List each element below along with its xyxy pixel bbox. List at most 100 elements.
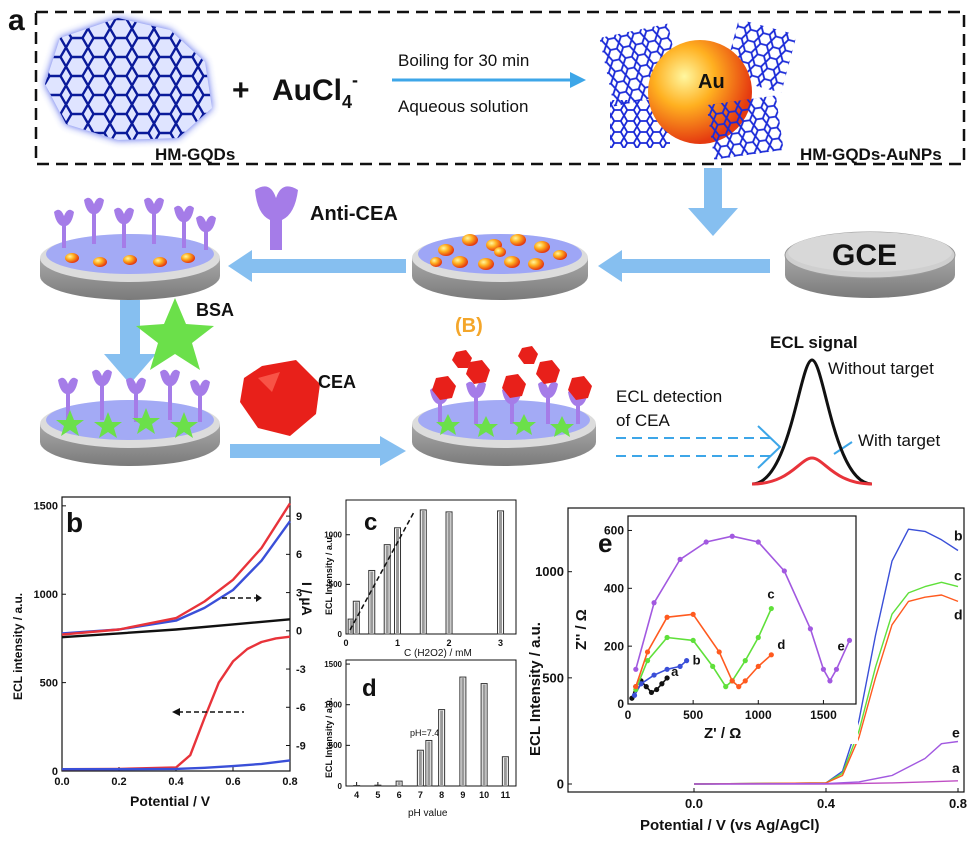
panel-d-x-tick-label-6: 10 <box>479 790 489 800</box>
anti-cea-label: Anti-CEA <box>310 203 398 225</box>
panel-e-inset-point-c-4 <box>710 663 716 670</box>
panel-e-inset-point-d-6 <box>736 684 742 690</box>
panel-d-y-tick-label-3: 1500 <box>324 660 342 669</box>
panel-c-bar-fill-2 <box>370 571 374 634</box>
panel-e-inset-y-tick-label-0: 0 <box>617 697 624 711</box>
panel-e-inset-point-d-5 <box>729 678 735 684</box>
panel-d-x-tick-label-1: 5 <box>375 790 380 800</box>
panel-e-inset-curve-label-b: b <box>693 653 701 668</box>
arrow-label-top: Boiling for 30 min <box>398 51 529 70</box>
panel-c-y-tick-label-1: 500 <box>329 580 343 589</box>
panel-b-x-tick-label-3: 0.6 <box>225 776 240 788</box>
ecl-signal-title: ECL signal <box>770 333 858 352</box>
panel-e-inset-point-d-4 <box>716 649 722 655</box>
panel-e-line-c <box>693 581 959 785</box>
panel-e-inset-frame <box>627 515 857 705</box>
panel-e-inset-point-a-4 <box>648 689 655 696</box>
panel-a-dashed-box <box>34 10 966 166</box>
panel-b-x-label: Potential / V <box>130 793 211 809</box>
panel-c-bars <box>347 509 505 635</box>
panel-b-y-left-tick-label-1: 500 <box>40 677 58 689</box>
panel-c-y-tick-label-0: 0 <box>338 630 343 639</box>
arrow-bsa-to-cea-head <box>380 436 406 466</box>
ecl-signal-peaks <box>751 358 873 486</box>
panel-e-inset-point-e-11 <box>846 637 853 643</box>
arrow-bsa-to-cea-shaft <box>230 444 380 458</box>
panel-e-inset-point-b-4 <box>677 663 683 670</box>
panel-e-inset-y-tick-label-1: 200 <box>604 639 624 653</box>
panel-e-curve-label-d: d <box>954 606 963 622</box>
panel-b-y-right-tick-label-2: 3 <box>296 587 302 599</box>
panel-e-inset-point-d-8 <box>755 663 761 670</box>
panel-e-inset-point-b-0 <box>631 692 638 698</box>
panel-e-inset-point-e-10 <box>833 666 840 672</box>
panel-c-bar-fill-7 <box>499 511 503 634</box>
panel-c-bar-fill-4 <box>396 528 400 634</box>
panel-e-inset-point-d-1 <box>644 649 651 655</box>
panel-e-y-tick-label-2: 1000 <box>535 564 564 579</box>
plus-sign: + <box>232 74 250 107</box>
panel-e-y-label: ECL Intensity / a.u. <box>527 622 544 756</box>
panel-d-x-tick-label-0: 4 <box>354 790 359 800</box>
ecl-detection-dashed-arrow <box>616 425 782 469</box>
panel-d-annotation: pH=7.4 <box>410 728 439 738</box>
panel-b-y-label-right: I / µA <box>299 582 315 616</box>
panel-b-line-1-2 <box>61 502 292 636</box>
panel-e-inset-y-tick-label-2: 400 <box>604 582 624 596</box>
panel-e-inset-line-c <box>635 608 773 690</box>
panel-e-inset-point-b-5 <box>684 658 690 664</box>
panel-e-inset-point-e-1 <box>651 600 657 606</box>
panel-e-curve-label-e: e <box>952 725 960 741</box>
panel-e-inset-point-e-6 <box>781 568 787 574</box>
panel-e-lines <box>693 528 959 785</box>
panel-e-inset-point-c-8 <box>755 634 761 641</box>
hm-gqds-sheet <box>45 18 212 140</box>
panel-e-y-tick-label-1: 500 <box>542 670 564 685</box>
panel-d-x-tick-label-5: 9 <box>460 790 465 800</box>
panel-a: a HM-GQDs + AuCl4- Boiling for 30 min Aq… <box>4 4 966 486</box>
panel-e-inset-point-e-3 <box>703 539 709 545</box>
panel-e-inset-point-e-8 <box>820 666 827 672</box>
panel-b-y-right-tick-label-5: -6 <box>296 702 306 714</box>
gce-label: GCE <box>832 239 897 272</box>
panel-b-line-0-0 <box>61 635 291 771</box>
panel-e-inset-point-e-5 <box>755 539 761 545</box>
panel-e-x-tick-label-0: 0.0 <box>685 796 703 811</box>
down-arrow-head <box>688 208 738 236</box>
b-label: (B) <box>455 315 483 337</box>
panel-d-bar-fill-2 <box>397 782 401 786</box>
panel-e-inset-x-label: Z' / Ω <box>704 725 741 742</box>
panel-d-bars <box>353 676 509 787</box>
cea-label: CEA <box>318 372 356 392</box>
panel-c-x-tick-label-1: 1 <box>395 638 400 648</box>
panel-d-x-tick-label-7: 11 <box>501 790 511 800</box>
panel-b-x-tick-label-0: 0.0 <box>54 776 69 788</box>
panel-e-inset-y-label: Z'' / Ω <box>573 609 590 650</box>
arrow-down-left-shaft <box>120 300 140 354</box>
panel-e-inset-point-b-3 <box>664 666 670 672</box>
panel-e-inset-point-c-3 <box>690 637 696 643</box>
panel-d-bar-fill-5 <box>440 710 444 786</box>
panel-e-inset-point-d-9 <box>768 652 774 658</box>
panel-c-letter: c <box>364 509 377 536</box>
panel-c-bar-fill-3 <box>385 545 389 634</box>
panel-e-inset-x-tick-label-3: 1500 <box>810 708 837 722</box>
panel-e-inset-x-tick-label-0: 0 <box>625 708 632 722</box>
ecl-detection-label-line2: of CEA <box>616 411 671 430</box>
electrode-bsa-disc <box>40 369 220 466</box>
panel-d-x-tick-label-2: 6 <box>397 790 402 800</box>
panel-e-inset-curve-label-a: a <box>671 664 679 679</box>
panel-b-y-left-tick-label-2: 1000 <box>34 589 58 601</box>
panel-b-x-tick-label-4: 0.8 <box>282 776 297 788</box>
arrow-disc-to-antibody-shaft <box>252 259 406 273</box>
panel-e-curve-label-b: b <box>954 527 963 543</box>
